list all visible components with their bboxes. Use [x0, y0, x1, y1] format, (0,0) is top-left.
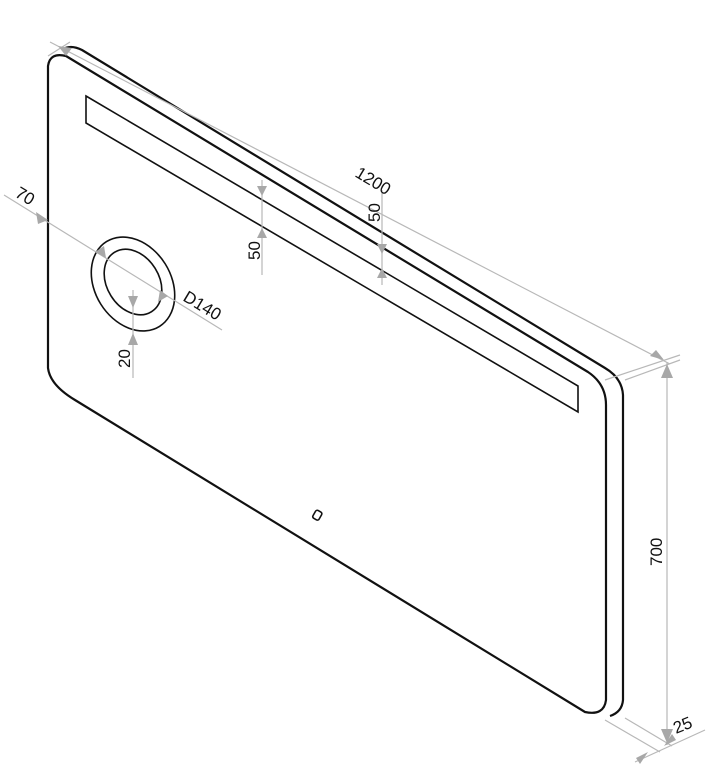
label-70: 70: [12, 183, 38, 209]
mirror-back-outline: [61, 45, 625, 718]
led-strip: [85, 94, 579, 414]
touch-sensor-icon: [311, 509, 323, 521]
label-700: 700: [647, 538, 666, 566]
label-20: 20: [115, 349, 134, 368]
label-1200: 1200: [352, 163, 394, 199]
label-50-right: 50: [365, 203, 384, 222]
magnifier-ring: [90, 236, 176, 332]
dimension-70-d140: [3, 194, 223, 331]
label-25: 25: [670, 713, 695, 738]
label-d140: D140: [180, 287, 225, 324]
dimension-50-right: [377, 190, 387, 285]
dimension-1200: [47, 41, 681, 381]
dimension-20: [128, 290, 138, 378]
dimension-25: [604, 719, 706, 764]
mirror-front-outline: [46, 54, 608, 714]
label-50-left: 50: [245, 241, 264, 260]
dimension-700: [624, 359, 681, 747]
dimension-50-left: [257, 180, 267, 275]
